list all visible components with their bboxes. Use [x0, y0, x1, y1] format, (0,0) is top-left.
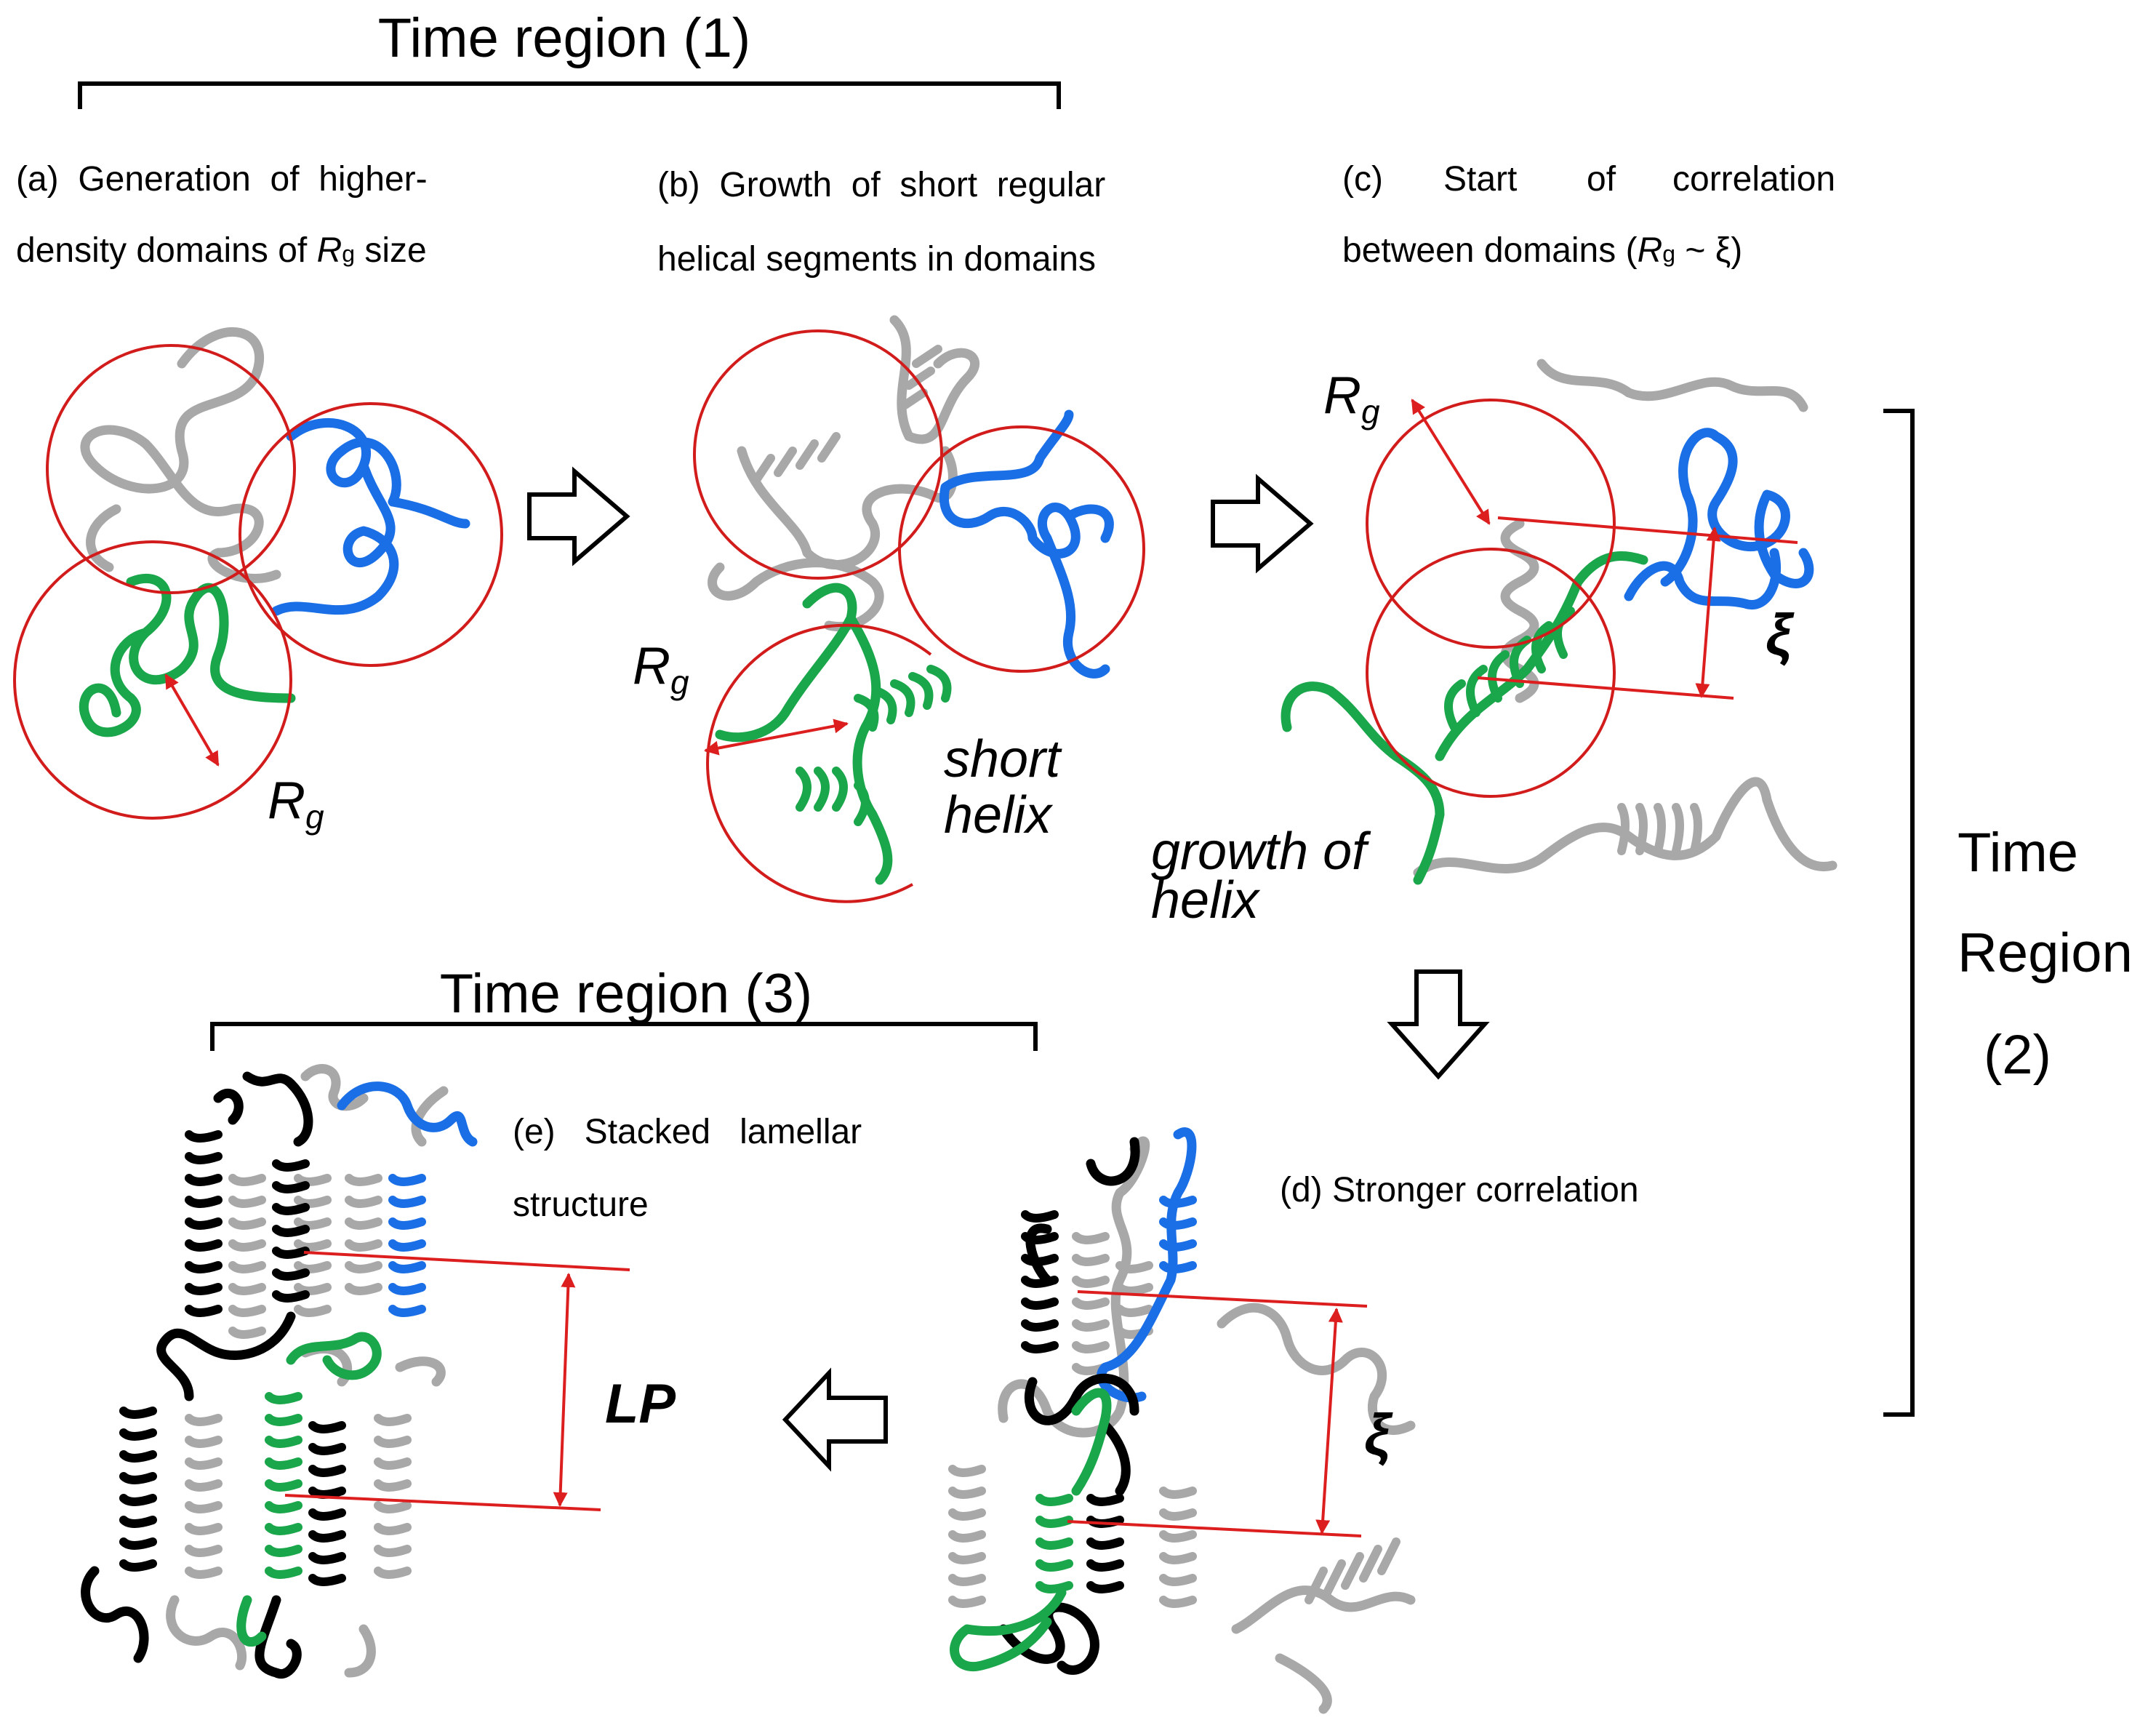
time-region-3-bracket: Time region (3)	[210, 963, 1038, 1051]
panel-e-caption: (e) Stacked lamellar structure	[513, 1113, 862, 1224]
time-region-2-bracket: Time Region (2)	[1883, 409, 2133, 1417]
panel-e-lp-label: LP	[605, 1373, 676, 1435]
panel-b-line2: helical segments in domains	[657, 240, 1096, 279]
panel-b-rg-label: Rg	[633, 637, 689, 701]
panel-e-drawing: LP	[81, 1064, 676, 1679]
panel-a-rg-arrow	[164, 673, 220, 767]
panel-d-drawing: ξ	[948, 1127, 1416, 1714]
panel-c-rg-label: Rg	[1323, 367, 1380, 431]
flow-arrow-a-to-b	[527, 466, 630, 567]
time-region-2-line1: Time	[1957, 822, 2078, 884]
panel-c-rg-arrow	[1411, 399, 1491, 525]
panel-c-caption: (c) Start of correlation between domains…	[1342, 160, 1835, 270]
flow-arrow-d-to-e	[782, 1367, 888, 1472]
panel-a-rg-label: Rg	[268, 772, 324, 836]
panel-a-drawing: Rg	[13, 327, 503, 836]
panel-c-word-3: of	[1587, 160, 1616, 199]
panel-d-xi-arrow	[1315, 1308, 1343, 1535]
time-region-1-bracket: Time region (1)	[78, 7, 1061, 109]
panel-d-xi-label: ξ	[1364, 1402, 1393, 1467]
panel-c-xi-label: ξ	[1766, 602, 1795, 667]
panel-d-caption: (d) Stronger correlation	[1280, 1171, 1639, 1209]
panel-e-line1: (e) Stacked lamellar	[513, 1113, 862, 1151]
time-region-3-label: Time region (3)	[440, 963, 812, 1025]
panel-c-word-2: Start	[1443, 160, 1517, 199]
time-region-1-label: Time region (1)	[378, 7, 750, 69]
panel-c-line2: between domains (Rg ~ ξ)	[1342, 231, 1742, 270]
flow-arrow-c-to-d	[1387, 969, 1490, 1080]
panel-b-drawing: Rg short helix	[633, 315, 1145, 903]
panel-c-drawing: Rg ξ growth of helix	[1151, 359, 1838, 929]
panel-b-caption: (b) Growth of short regular helical segm…	[657, 166, 1105, 279]
panel-b-helix-label: helix	[944, 786, 1054, 844]
panel-c-word-4: correlation	[1672, 160, 1835, 199]
panel-e-lp-arrow	[553, 1273, 576, 1507]
panel-c-xi-arrow	[1695, 527, 1721, 698]
panel-b-rg-arrow	[704, 719, 849, 756]
panel-a-caption: (a) Generation of higher- density domain…	[16, 160, 428, 270]
panel-a-line2: density domains of Rg size	[16, 231, 427, 270]
panel-e-line2: structure	[513, 1185, 649, 1224]
panel-a-line1: (a) Generation of higher-	[16, 160, 428, 199]
panel-c-word-1: (c)	[1342, 160, 1383, 199]
panel-b-short-label: short	[944, 730, 1062, 788]
time-region-2-line3: (2)	[1984, 1024, 2051, 1086]
flow-arrow-b-to-c	[1211, 473, 1314, 574]
panel-b-line1: (b) Growth of short regular	[657, 166, 1105, 204]
panel-c-growth-label: growth of	[1151, 823, 1371, 881]
panel-c-helix-label: helix	[1151, 871, 1261, 929]
time-region-2-line2: Region	[1957, 922, 2133, 984]
